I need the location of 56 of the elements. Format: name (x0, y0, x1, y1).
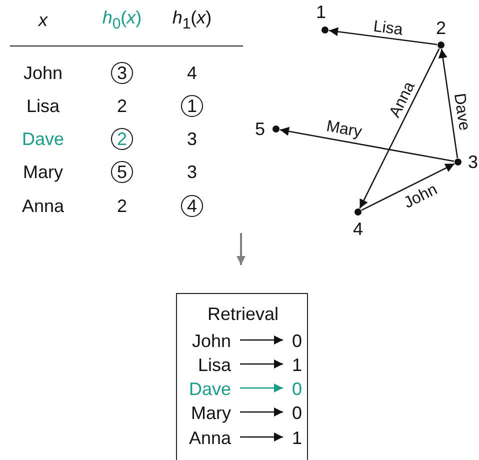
arrow (240, 408, 283, 416)
table-cell: Lisa (26, 97, 60, 115)
table-cell: 3 (187, 163, 197, 181)
vertex-dot (454, 158, 462, 166)
vertex-dot (354, 208, 362, 216)
circled-number: 3 (111, 62, 133, 84)
arrow (361, 163, 455, 211)
arrow (438, 48, 458, 158)
arrow (240, 384, 283, 392)
slot-value: 1 (292, 356, 302, 374)
circled-number: 4 (181, 195, 203, 217)
arrow (359, 48, 440, 209)
key-name: Anna (188, 429, 231, 447)
circled-number: 2 (111, 128, 133, 150)
arrow (240, 360, 283, 368)
key-name: Mary (191, 404, 231, 422)
slot-value: 1 (292, 429, 302, 447)
table-cell: Anna (22, 197, 64, 215)
table-cell: Mary (23, 163, 63, 181)
edge-label: Dave (450, 92, 472, 132)
column-header: h$_{1}$(x) (172, 8, 212, 32)
table-cell: 2 (117, 197, 127, 215)
edge-label: Anna (388, 80, 418, 120)
vertex-label: 2 (436, 19, 446, 37)
column-header: x (38, 11, 48, 29)
arrow (240, 432, 283, 442)
circled-number: 5 (111, 161, 133, 183)
arrow (240, 336, 283, 344)
edge-label: Mary (325, 118, 363, 142)
slot-value: 0 (292, 404, 302, 422)
arrow (280, 126, 454, 162)
arrow (236, 233, 246, 265)
circled-number: 1 (181, 95, 203, 117)
slot-value: 0 (292, 332, 302, 350)
table-cell: 3 (187, 130, 197, 148)
table-cell: Dave (22, 130, 64, 148)
vertex-label: 3 (468, 153, 478, 171)
vertex-dot (272, 126, 280, 132)
box-title: Retrieval (207, 305, 279, 323)
table-cell: 4 (187, 64, 197, 82)
table-cell: John (23, 64, 63, 82)
table-cell: 2 (117, 97, 127, 115)
slot-value: 0 (292, 380, 302, 398)
vertex-label: 4 (353, 220, 363, 238)
retrieval-box (176, 293, 308, 460)
edge-label: John (402, 182, 440, 212)
vertex-dot (438, 42, 444, 48)
vertex-dot (322, 26, 328, 34)
key-name: Lisa (198, 356, 231, 374)
arrow (328, 27, 438, 46)
column-header: h$_{0}$(x) (102, 8, 142, 32)
vertex-label: 1 (316, 3, 326, 21)
key-name: Dave (188, 380, 231, 398)
vertex-label: 5 (255, 120, 265, 138)
key-name: John (192, 332, 231, 350)
edge-label: Lisa (372, 19, 404, 39)
